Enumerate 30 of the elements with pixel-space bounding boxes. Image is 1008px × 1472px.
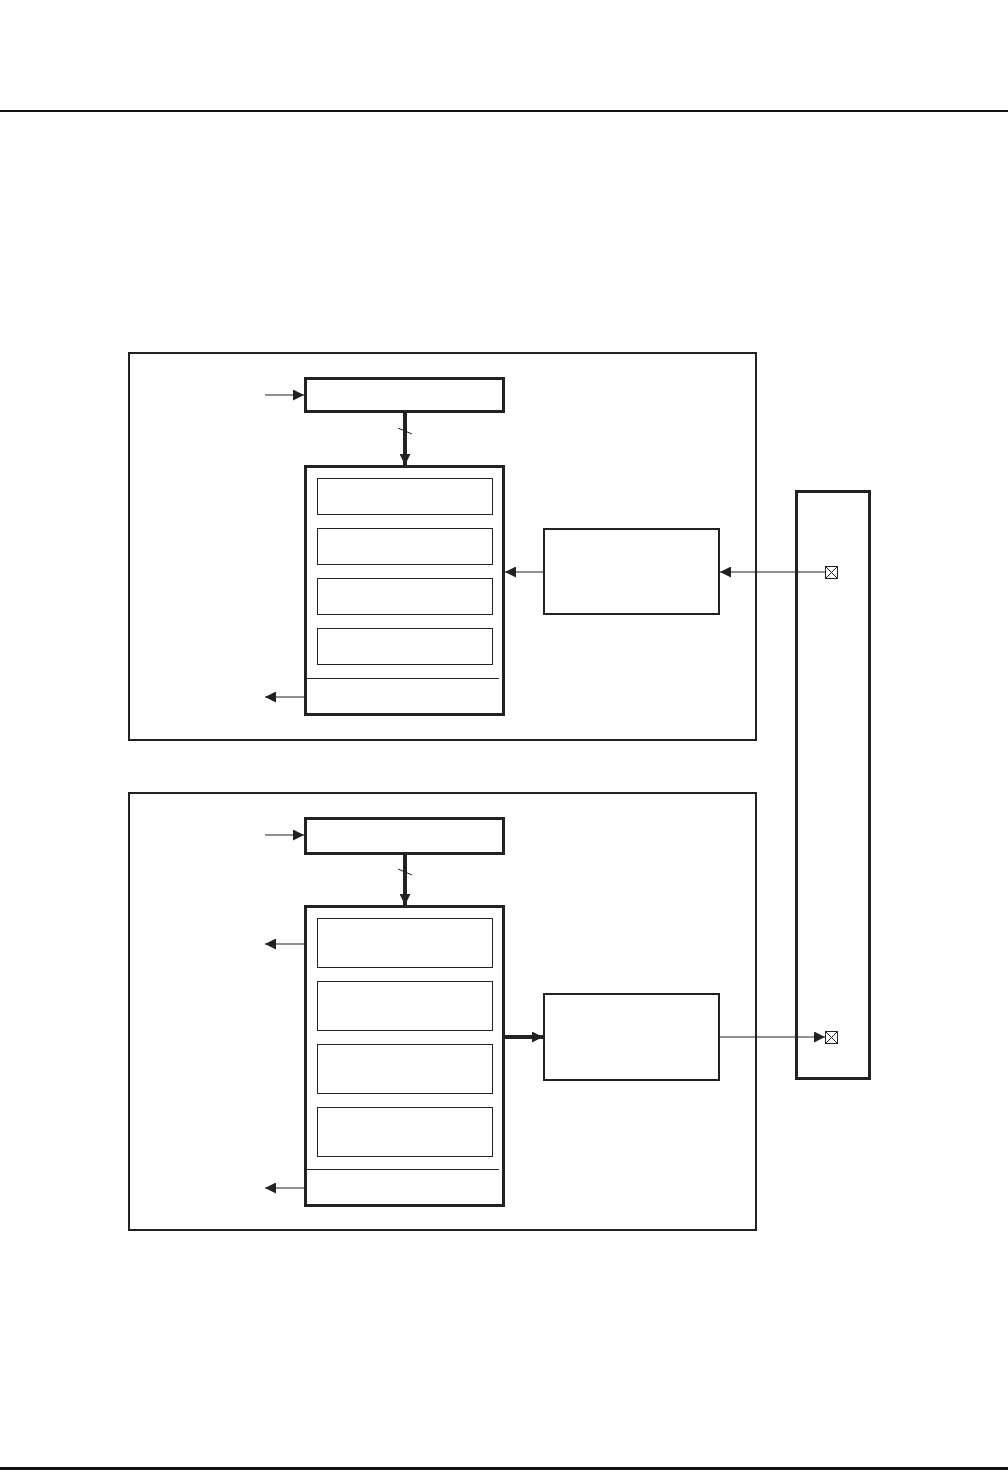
block-box: [543, 528, 720, 615]
block-box: [317, 981, 493, 1031]
block-box: [317, 578, 493, 615]
block-box: [128, 792, 757, 1231]
arrow: [264, 389, 305, 401]
block-box: [795, 490, 871, 1080]
arrow: [264, 829, 305, 841]
arrow: [719, 566, 826, 578]
pin-icon: [825, 1031, 838, 1044]
arrow: [264, 1182, 305, 1194]
pin-icon: [825, 566, 838, 579]
block-box: [543, 993, 720, 1081]
arrow: [264, 691, 305, 703]
arrow: [719, 1031, 826, 1043]
arrow: [397, 855, 413, 905]
block-box: [128, 352, 757, 741]
arrow: [504, 566, 544, 578]
arrow: [505, 1031, 543, 1043]
block-box: [317, 1107, 493, 1157]
block-box: [317, 918, 493, 968]
block-box: [317, 1044, 493, 1094]
arrow: [397, 413, 413, 465]
block-box: [304, 377, 505, 413]
block-box: [304, 465, 505, 716]
block-box: [317, 528, 493, 565]
block-box: [304, 817, 505, 855]
block-box: [317, 478, 493, 515]
block-box: [304, 905, 505, 1207]
block-box: [317, 628, 493, 665]
arrow: [264, 938, 305, 950]
